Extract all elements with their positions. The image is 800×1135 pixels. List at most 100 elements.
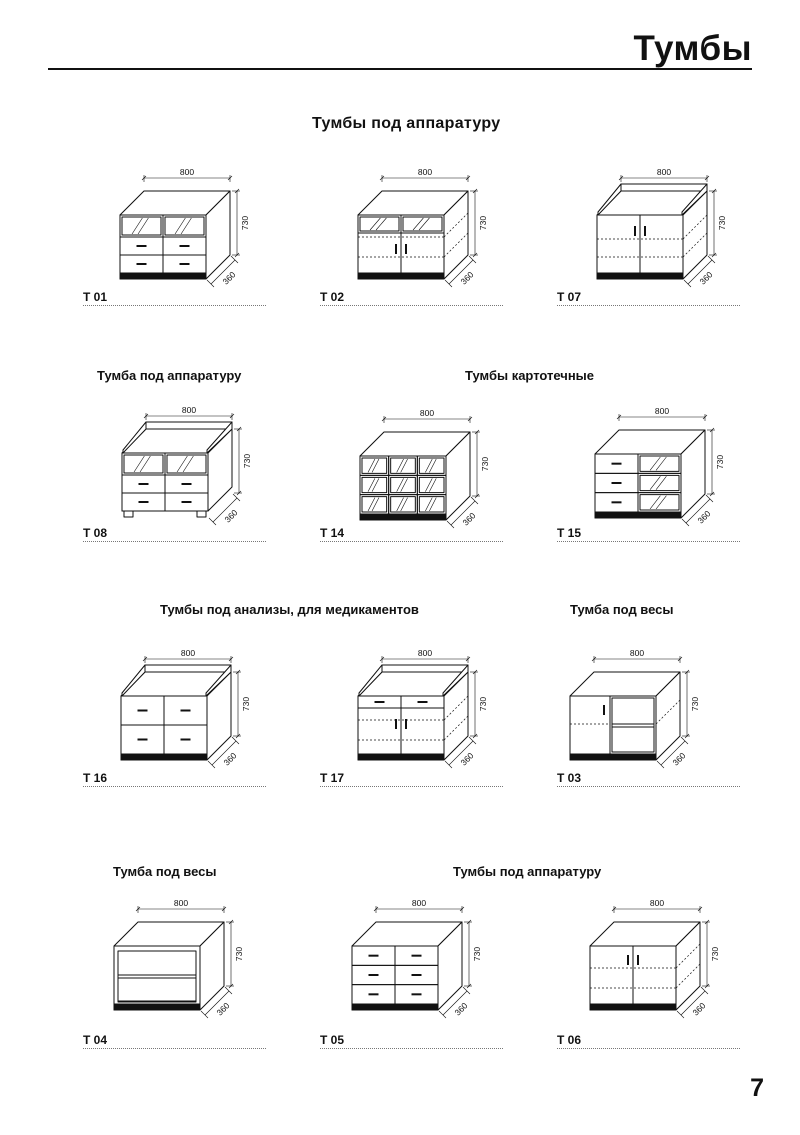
dimension-line-depth — [680, 990, 706, 1016]
back-rim — [144, 664, 232, 673]
glass-glare-line — [425, 478, 433, 492]
dimension-label-height: 730 — [690, 697, 700, 711]
glass-glare-line — [429, 478, 437, 492]
shelf-dashed-line — [655, 699, 681, 725]
cabinet-front — [359, 455, 447, 521]
dimension-tick — [697, 906, 703, 912]
glass-pane — [639, 494, 680, 511]
dimension-extension-line — [683, 279, 692, 288]
dimension-tick — [702, 414, 708, 420]
plinth — [119, 272, 207, 280]
glass-glare-line — [418, 217, 430, 231]
glass-glare-line — [400, 497, 408, 512]
dimension-extension-line — [224, 986, 233, 995]
dimension-tick — [709, 491, 715, 497]
dimension-extension-line — [676, 1010, 685, 1019]
glass-glare-line — [400, 478, 408, 492]
side-rim-left — [358, 664, 383, 697]
glass-glare-line — [174, 217, 186, 235]
glass-glare-line — [182, 455, 194, 473]
leg — [196, 510, 207, 518]
dimension-tick — [472, 252, 478, 258]
dimension-tick — [618, 175, 624, 181]
dimension-extension-line — [468, 255, 477, 264]
plinth — [351, 1003, 439, 1011]
dimension-label-width: 800 — [181, 648, 195, 658]
dimension-label-width: 800 — [655, 406, 669, 416]
glass-glare-line — [137, 217, 149, 235]
glass-glare-line — [176, 455, 188, 473]
glass-glare-line — [396, 497, 404, 512]
heading-row2-right: Тумбы картотечные — [465, 368, 595, 383]
dimension-label-height: 730 — [478, 697, 488, 711]
dimension-tick — [472, 188, 478, 194]
glass-glare-line — [425, 458, 433, 473]
dimension-extension-line — [200, 1010, 209, 1019]
item-code-t15: T 15 — [557, 526, 740, 542]
dimension-tick — [143, 413, 149, 419]
dimension-tick — [227, 175, 233, 181]
dimension-tick — [704, 175, 710, 181]
dimension-extension-line — [444, 760, 453, 769]
back-rim — [145, 421, 233, 430]
glass-pane — [390, 476, 416, 494]
item-code-t02: T 02 — [320, 290, 503, 306]
dimension-tick — [234, 188, 240, 194]
side-rim-left — [121, 664, 146, 697]
dimension-label-width: 800 — [182, 405, 196, 415]
dimension-tick — [474, 493, 480, 499]
dimension-label-height: 730 — [480, 457, 490, 471]
dimension-extension-line — [207, 760, 216, 769]
glass-pane — [402, 216, 443, 232]
dimension-tick — [591, 656, 597, 662]
glass-glare-line — [655, 495, 667, 510]
dimension-label-width: 800 — [630, 648, 644, 658]
dimension-tick — [228, 919, 234, 925]
dimension-label-height: 730 — [234, 947, 244, 961]
dimension-tick — [236, 490, 242, 496]
shelf-dashed-line — [682, 232, 708, 258]
dimension-tick — [373, 906, 379, 912]
dimension-label-height: 730 — [240, 216, 250, 230]
glass-pane — [361, 476, 388, 494]
glass-pane — [164, 216, 205, 236]
heading-row3-right: Тумба под весы — [570, 602, 674, 617]
dimension-tick — [474, 429, 480, 435]
glass-glare-line — [180, 217, 192, 235]
glass-glare-line — [375, 217, 387, 231]
dimension-label-height: 730 — [242, 454, 252, 468]
shelf-dashed-line — [443, 695, 469, 721]
dimension-extension-line — [208, 517, 217, 526]
open-compartment-inner — [611, 697, 655, 753]
dimension-label-width: 800 — [180, 167, 194, 177]
plinth — [359, 513, 447, 521]
dimension-line-depth — [442, 990, 468, 1016]
shelf-dashed-line — [443, 232, 469, 258]
open-compartment — [117, 950, 197, 1003]
dimension-extension-line — [681, 518, 690, 527]
dimension-label-width: 800 — [420, 408, 434, 418]
plinth — [120, 753, 208, 761]
dimension-tick — [228, 983, 234, 989]
dimension-label-width: 800 — [418, 648, 432, 658]
dimension-line-depth — [450, 500, 476, 526]
plinth — [357, 272, 445, 280]
dimension-tick — [466, 983, 472, 989]
page-number: 7 — [750, 1074, 764, 1102]
glass-pane — [639, 474, 680, 492]
dimension-line-depth — [211, 740, 237, 766]
dimension-tick — [381, 416, 387, 422]
dimension-label-width: 800 — [657, 167, 671, 177]
glass-glare-line — [429, 497, 437, 512]
dimension-tick — [472, 669, 478, 675]
dimension-tick — [465, 656, 471, 662]
shelf-dashed-line — [675, 963, 701, 989]
glass-glare-line — [396, 458, 404, 473]
page-title: Тумбы — [633, 29, 752, 68]
dimension-tick — [142, 656, 148, 662]
